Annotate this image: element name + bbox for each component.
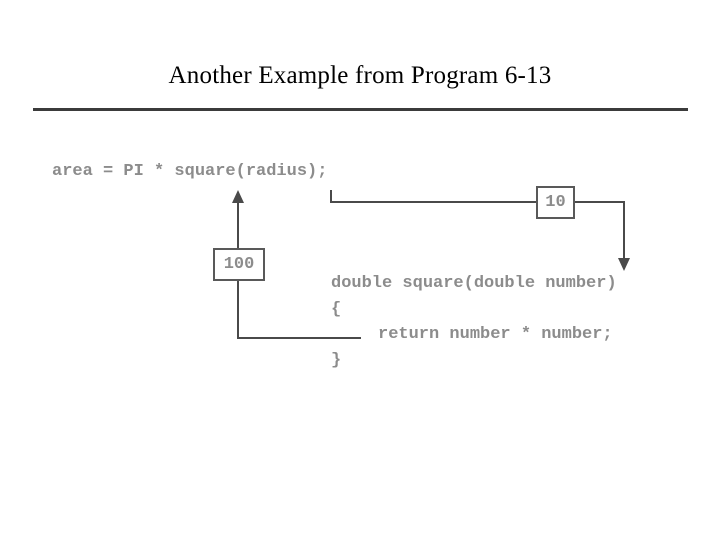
function-open-brace: { — [331, 300, 342, 319]
argument-path-horizontal-left — [330, 201, 538, 203]
function-signature-line: double square(double number) — [331, 274, 617, 293]
return-arrowhead-icon — [232, 190, 244, 203]
argument-value-box: 10 — [536, 186, 575, 219]
argument-path-stub — [330, 190, 332, 203]
argument-path-vertical-down — [623, 201, 625, 259]
title-divider — [33, 108, 688, 111]
caller-code-line: area = PI * square(radius); — [52, 162, 328, 181]
page-title: Another Example from Program 6-13 — [168, 62, 552, 89]
return-path-horizontal — [237, 337, 361, 339]
argument-arrowhead-icon — [618, 258, 630, 271]
function-body-line: return number * number; — [378, 325, 613, 344]
return-value-box: 100 — [213, 248, 265, 281]
function-close-brace: } — [331, 351, 342, 370]
argument-path-horizontal-right — [573, 201, 625, 203]
